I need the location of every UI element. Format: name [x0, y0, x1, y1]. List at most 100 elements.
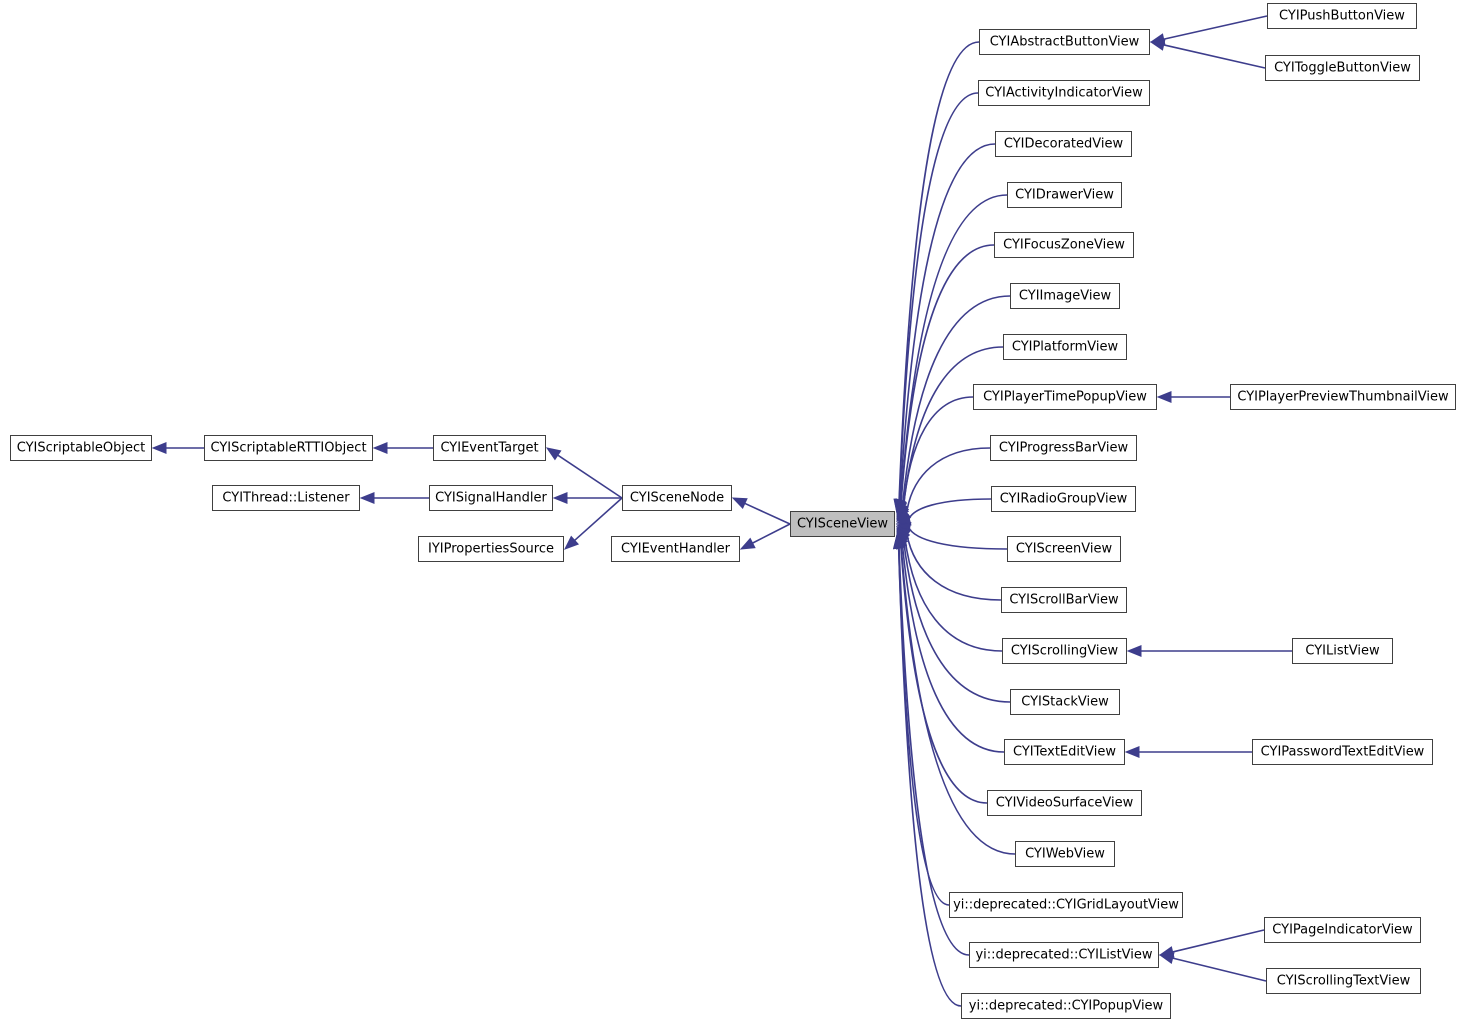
class-node-cyiwebview[interactable]: CYIWebView [1015, 841, 1115, 867]
inheritance-edge [894, 143, 996, 515]
class-node-cyitexteditview[interactable]: CYITextEditView [1004, 739, 1125, 765]
inheritance-edge [895, 521, 1008, 550]
inheritance-edge [151, 442, 204, 454]
class-node-label: CYIFocusZoneView [1003, 237, 1125, 252]
class-node-cyiradiogroupview[interactable]: CYIRadioGroupView [991, 486, 1136, 512]
class-node-label: CYIScriptableObject [16, 440, 146, 455]
inheritance-edge [895, 244, 995, 516]
class-node-cyiabstractbuttonview[interactable]: CYIAbstractButtonView [979, 29, 1150, 55]
class-node-yi-deprecated-cyipopupview[interactable]: yi::deprecated::CYIPopupView [961, 993, 1171, 1019]
inheritance-edge [895, 525, 1002, 601]
inheritance-edge [1124, 746, 1252, 758]
class-node-cyipageindicatorview[interactable]: CYIPageIndicatorView [1264, 917, 1421, 943]
class-node-label: CYISignalHandler [435, 490, 547, 505]
class-node-label: CYIPlayerTimePopupView [983, 389, 1147, 404]
class-node-label: CYIToggleButtonView [1274, 60, 1411, 75]
inheritance-edge [372, 442, 433, 454]
inheritance-edge [1126, 645, 1292, 657]
class-node-label: CYIVideoSurfaceView [995, 795, 1134, 810]
class-node-cyiscenenode[interactable]: CYISceneNode [622, 485, 732, 511]
class-node-cyilistview[interactable]: CYIListView [1292, 638, 1393, 664]
inheritance-edge [731, 497, 791, 525]
inheritance-edge [896, 396, 974, 521]
inheritance-edge [896, 530, 1005, 753]
class-node-label: CYIImageView [1018, 288, 1112, 303]
class-node-label: CYIPlatformView [1011, 339, 1119, 354]
inheritance-edge [895, 498, 992, 526]
class-node-yi-deprecated-cyigridlayoutview[interactable]: yi::deprecated::CYIGridLayoutView [949, 892, 1183, 918]
class-node-label: CYIScriptableRTTIObject [210, 440, 367, 455]
inheritance-edge [893, 41, 980, 515]
inheritance-edge [1158, 952, 1267, 982]
class-node-yi-deprecated-cyilistview[interactable]: yi::deprecated::CYIListView [969, 942, 1159, 968]
class-node-cyiplayerpreviewthumbnailview[interactable]: CYIPlayerPreviewThumbnailView [1230, 384, 1456, 410]
class-node-cyiscrollingview[interactable]: CYIScrollingView [1002, 638, 1127, 664]
class-node-cyiplatformview[interactable]: CYIPlatformView [1003, 334, 1127, 360]
inheritance-edge [1156, 391, 1230, 403]
class-node-cyieventtarget[interactable]: CYIEventTarget [433, 435, 546, 461]
class-node-cyiprogressbarview[interactable]: CYIProgressBarView [990, 435, 1137, 461]
class-node-label: CYIActivityIndicatorView [985, 85, 1143, 100]
inheritance-edge [896, 346, 1004, 519]
inheritance-edge [739, 523, 791, 550]
class-node-label: CYIEventHandler [620, 541, 731, 556]
class-node-cyivideosurfaceview[interactable]: CYIVideoSurfaceView [987, 790, 1142, 816]
inheritance-edge [1158, 929, 1265, 958]
class-node-label: CYITextEditView [1013, 744, 1116, 759]
class-node-label: CYIEventTarget [440, 440, 539, 455]
class-node-cyidecoratedview[interactable]: CYIDecoratedView [995, 131, 1132, 157]
class-node-label: CYIProgressBarView [998, 440, 1129, 455]
class-node-cyithread-listener[interactable]: CYIThread::Listener [212, 485, 360, 511]
class-node-label: CYIScrollBarView [1009, 592, 1119, 607]
class-node-label: CYIRadioGroupView [999, 491, 1128, 506]
class-node-cyitogglebuttonview[interactable]: CYIToggleButtonView [1265, 55, 1420, 81]
inheritance-edge [892, 533, 962, 1007]
class-node-cyiactivityindicatorview[interactable]: CYIActivityIndicatorView [978, 80, 1150, 106]
class-node-cyiscrollingtextview[interactable]: CYIScrollingTextView [1266, 968, 1421, 994]
class-node-cyiscriptableobject[interactable]: CYIScriptableObject [10, 435, 152, 461]
class-node-label: CYISceneNode [629, 490, 725, 505]
class-node-label: yi::deprecated::CYIGridLayoutView [953, 897, 1179, 912]
class-node-cyiscriptablerttiobject[interactable]: CYIScriptableRTTIObject [204, 435, 373, 461]
class-node-label: CYIScrollingView [1010, 643, 1119, 658]
inheritance-edge [893, 92, 979, 515]
inheritance-edge [892, 533, 950, 906]
class-node-cyisignalhandler[interactable]: CYISignalHandler [429, 485, 553, 511]
class-node-iyipropertiessource[interactable]: IYIPropertiesSource [418, 536, 564, 562]
class-node-cyiplayertimepopupview[interactable]: CYIPlayerTimePopupView [973, 384, 1157, 410]
class-node-cyipasswordtexteditview[interactable]: CYIPasswordTextEditView [1252, 739, 1433, 765]
inheritance-edge [359, 492, 429, 504]
class-node-label: yi::deprecated::CYIPopupView [968, 998, 1164, 1013]
class-node-label: CYIAbstractButtonView [989, 34, 1140, 49]
class-node-label: CYIPasswordTextEditView [1260, 744, 1425, 759]
class-node-cyipushbuttonview[interactable]: CYIPushButtonView [1267, 3, 1417, 29]
class-node-cyistackview[interactable]: CYIStackView [1010, 689, 1120, 715]
inheritance-edge [895, 532, 988, 804]
class-node-cyieventhandler[interactable]: CYIEventHandler [611, 536, 740, 562]
inheritance-edge [1149, 39, 1266, 69]
class-node-label: CYISceneView [796, 516, 889, 531]
class-node-label: CYIPlayerPreviewThumbnailView [1237, 389, 1449, 404]
inheritance-edge [896, 527, 1003, 652]
class-node-label: CYIThread::Listener [222, 490, 350, 505]
inheritance-edge [896, 529, 1011, 703]
inheritance-edge [1149, 15, 1268, 45]
class-node-label: CYIDecoratedView [1003, 136, 1124, 151]
class-node-label: IYIPropertiesSource [428, 541, 554, 556]
class-node-label: CYIStackView [1021, 694, 1109, 709]
class-node-label: CYIPushButtonView [1279, 8, 1405, 23]
class-node-cyiscreenview[interactable]: CYIScreenView [1007, 536, 1121, 562]
class-node-cyidrawerview[interactable]: CYIDrawerView [1007, 182, 1122, 208]
class-node-cyifocuszoneview[interactable]: CYIFocusZoneView [994, 232, 1134, 258]
inheritance-edge [552, 492, 622, 504]
class-node-label: CYIWebView [1025, 846, 1105, 861]
inheritance-edge [895, 194, 1008, 515]
class-node-cyiimageview[interactable]: CYIImageView [1010, 283, 1120, 309]
class-node-cyisceneview[interactable]: CYISceneView [790, 511, 895, 537]
class-node-cyiscrollbarview[interactable]: CYIScrollBarView [1001, 587, 1127, 613]
class-node-label: CYIScrollingTextView [1276, 973, 1411, 988]
inheritance-edge [545, 447, 623, 499]
class-node-label: CYIDrawerView [1015, 187, 1114, 202]
